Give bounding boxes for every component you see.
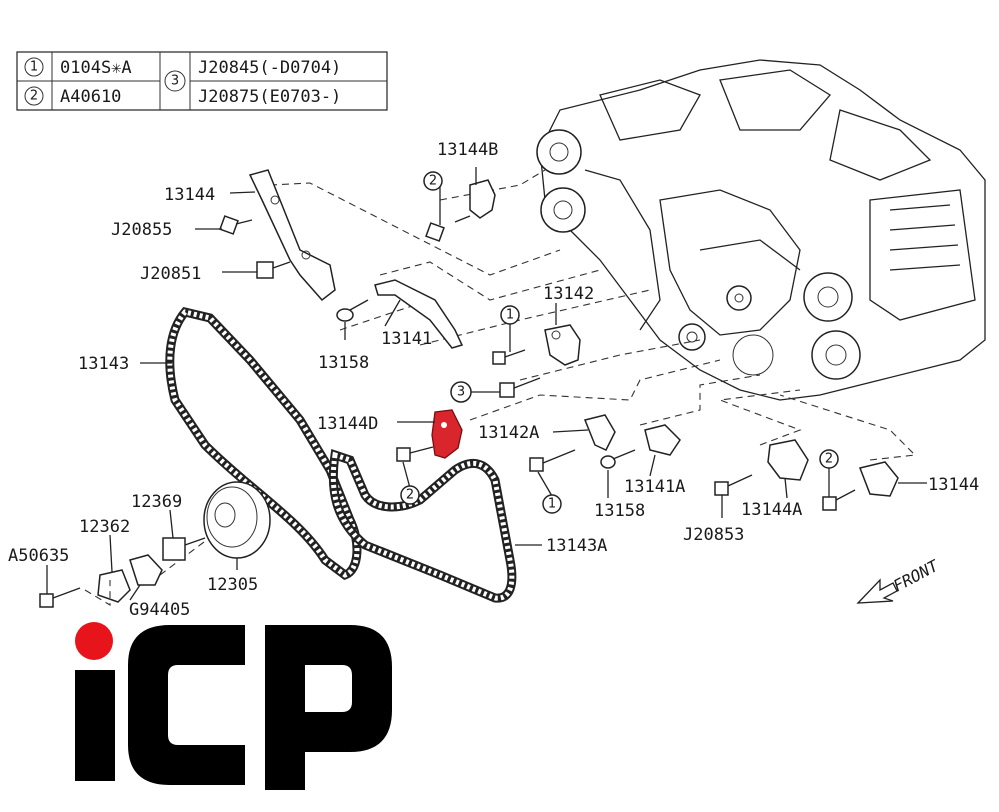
- ref-circle-13142-3: 3: [457, 385, 465, 400]
- callout-J20853[interactable]: J20853: [683, 525, 744, 545]
- ref-circle-13144D: 2: [406, 488, 414, 503]
- bolt-J20855[interactable]: [219, 215, 253, 235]
- callout-13144A[interactable]: 13144A: [741, 500, 802, 520]
- part-12305-crank-pulley[interactable]: [203, 481, 271, 559]
- legend-ref-3: 3: [171, 74, 179, 89]
- callout-J20851[interactable]: J20851: [140, 264, 201, 284]
- callout-13142A[interactable]: 13142A: [478, 423, 539, 443]
- bolt-13142[interactable]: [492, 349, 526, 365]
- logo-letter-i: [75, 670, 115, 781]
- circled-refs: 2 1 3 2 1 2: [400, 171, 839, 514]
- ref-circle-13142A: 1: [548, 497, 556, 512]
- part-13141A-idler[interactable]: [644, 424, 681, 456]
- part-13158-top[interactable]: [336, 299, 369, 322]
- callout-13141[interactable]: 13141: [381, 329, 432, 349]
- front-direction-indicator: FRONT: [856, 556, 943, 604]
- legend-code-3b: J20875(E0703-): [198, 87, 341, 107]
- callout-12362[interactable]: 12362: [79, 517, 130, 537]
- legend-ref-1: 1: [30, 60, 38, 75]
- timing-belt-13143A: [328, 449, 517, 603]
- callout-13144D[interactable]: 13144D: [317, 414, 378, 434]
- part-13142-tensioner[interactable]: [544, 324, 581, 366]
- legend-code-3a: J20845(-D0704): [198, 58, 341, 78]
- callout-13143A[interactable]: 13143A: [546, 536, 607, 556]
- callout-leaders: [46, 167, 927, 601]
- part-13158-bottom[interactable]: [600, 449, 636, 469]
- callout-13142[interactable]: 13142: [543, 284, 594, 304]
- ref-circle-13142: 1: [506, 308, 514, 323]
- part-13144D-highlighted[interactable]: [431, 409, 463, 459]
- callout-13144B[interactable]: 13144B: [437, 140, 498, 160]
- callout-13143[interactable]: 13143: [78, 354, 129, 374]
- ref-circle-13144B: 2: [429, 174, 437, 189]
- callout-13144-top[interactable]: 13144: [164, 185, 215, 205]
- part-G94405-gasket[interactable]: [129, 554, 163, 586]
- callout-A50635[interactable]: A50635: [8, 546, 69, 566]
- engine-block: [536, 59, 986, 401]
- logo-letter-p: [265, 625, 392, 790]
- part-callouts: 13144B 13144 J20855 J20851 13142 13141 1…: [8, 140, 979, 620]
- bolt-13142-ref3[interactable]: [499, 377, 541, 398]
- part-13142A-tensioner[interactable]: [583, 414, 616, 451]
- bolt-13144-right[interactable]: [822, 489, 856, 511]
- ref-circle-13144-right: 2: [825, 452, 833, 467]
- bolt-A50635[interactable]: [39, 587, 81, 608]
- callout-13158-bottom[interactable]: 13158: [594, 501, 645, 521]
- logo-dot: [75, 622, 113, 660]
- callout-G94405[interactable]: G94405: [129, 600, 190, 620]
- callout-13144-right[interactable]: 13144: [928, 475, 979, 495]
- callout-13158-top[interactable]: 13158: [318, 353, 369, 373]
- icp-logo: [75, 622, 392, 790]
- bolt-J20853[interactable]: [714, 474, 753, 496]
- part-12369-sprocket[interactable]: [162, 537, 206, 561]
- part-13141-idler-guide[interactable]: [374, 279, 464, 349]
- legend-table: 1 2 0104S✳A A40610 3 J20845(-D0704) J208…: [16, 51, 388, 111]
- bolt-J20851[interactable]: [256, 261, 291, 279]
- front-label: FRONT: [890, 556, 943, 596]
- callout-J20855[interactable]: J20855: [111, 220, 172, 240]
- part-13144B[interactable]: [454, 179, 496, 223]
- bolt-13144D[interactable]: [396, 446, 434, 462]
- logo-letter-c: [128, 625, 245, 785]
- callout-13141A[interactable]: 13141A: [624, 477, 685, 497]
- callout-12305[interactable]: 12305: [207, 575, 258, 595]
- callout-12369[interactable]: 12369: [131, 492, 182, 512]
- part-13144-right[interactable]: [858, 461, 899, 497]
- bolt-13142A[interactable]: [529, 449, 576, 472]
- part-13144A-bracket[interactable]: [767, 439, 809, 481]
- part-13144-bracket[interactable]: [248, 169, 336, 302]
- bolt-13144B[interactable]: [425, 222, 445, 242]
- legend-code-1: 0104S✳A: [60, 58, 132, 78]
- part-12362-key[interactable]: [84, 569, 131, 606]
- legend-ref-2: 2: [30, 89, 38, 104]
- legend-code-2: A40610: [60, 87, 121, 107]
